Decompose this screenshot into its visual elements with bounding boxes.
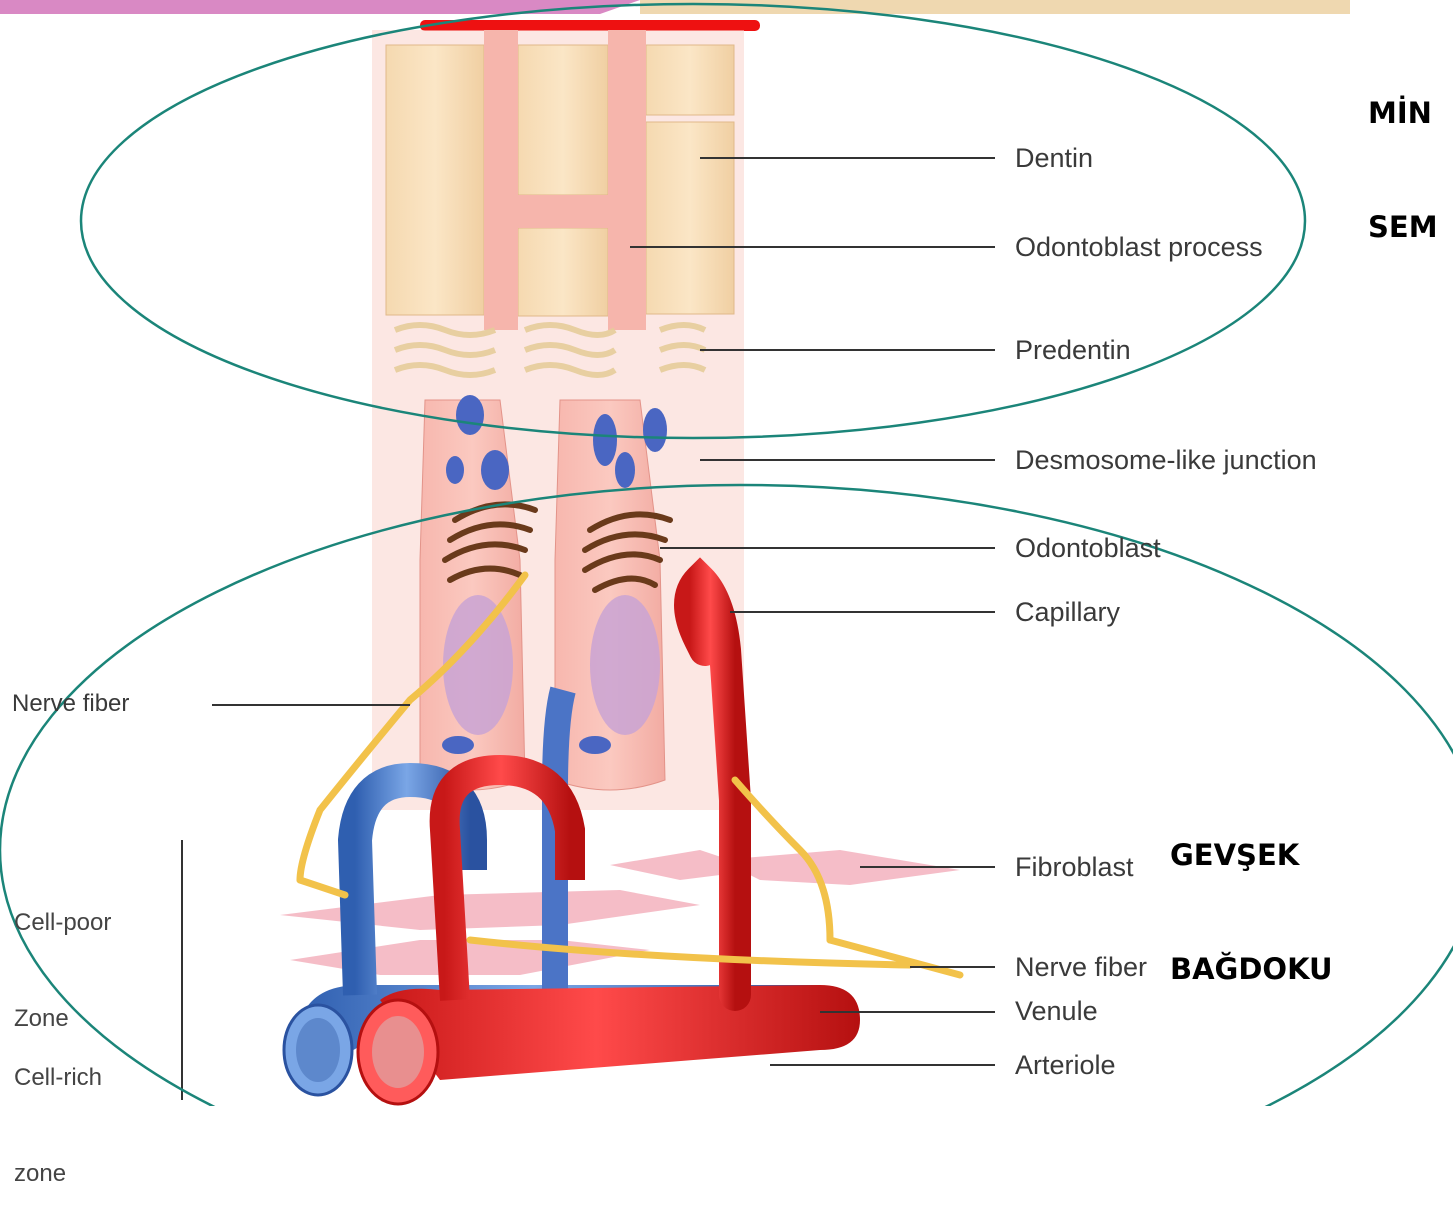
label-nerve-fiber-right: Nerve fiber — [1015, 954, 1147, 981]
top-right-title: MİN SEM — [1368, 18, 1438, 284]
cell-poor-line1: Cell-poor — [14, 907, 111, 939]
cell-rich-line1: Cell-rich — [14, 1062, 102, 1094]
label-arteriole: Arteriole — [1015, 1052, 1116, 1079]
header-bar — [0, 0, 1350, 14]
label-dentin: Dentin — [1015, 145, 1093, 172]
tissue-label-line1: GEVŞEK — [1170, 836, 1333, 874]
label-odontoblast: Odontoblast — [1015, 535, 1161, 562]
tissue-label-line2: BAĞDOKU — [1170, 950, 1333, 988]
label-desmosome-like-junction: Desmosome-like junction — [1015, 447, 1317, 474]
top-right-title-line1: MİN — [1368, 94, 1438, 132]
label-fibroblast: Fibroblast — [1015, 854, 1134, 881]
label-cell-rich-zone: Cell-rich zone — [14, 998, 102, 1222]
top-right-title-line2: SEM — [1368, 208, 1438, 246]
tissue-label: GEVŞEK BAĞDOKU — [1170, 760, 1333, 1026]
label-predentin: Predentin — [1015, 337, 1131, 364]
label-capillary: Capillary — [1015, 599, 1120, 626]
red-underline — [420, 20, 760, 31]
cell-rich-line2: zone — [14, 1158, 102, 1190]
label-odontoblast-process: Odontoblast process — [1015, 234, 1263, 261]
label-venule: Venule — [1015, 998, 1098, 1025]
label-nerve-fiber-left: Nerve fiber — [12, 692, 129, 716]
